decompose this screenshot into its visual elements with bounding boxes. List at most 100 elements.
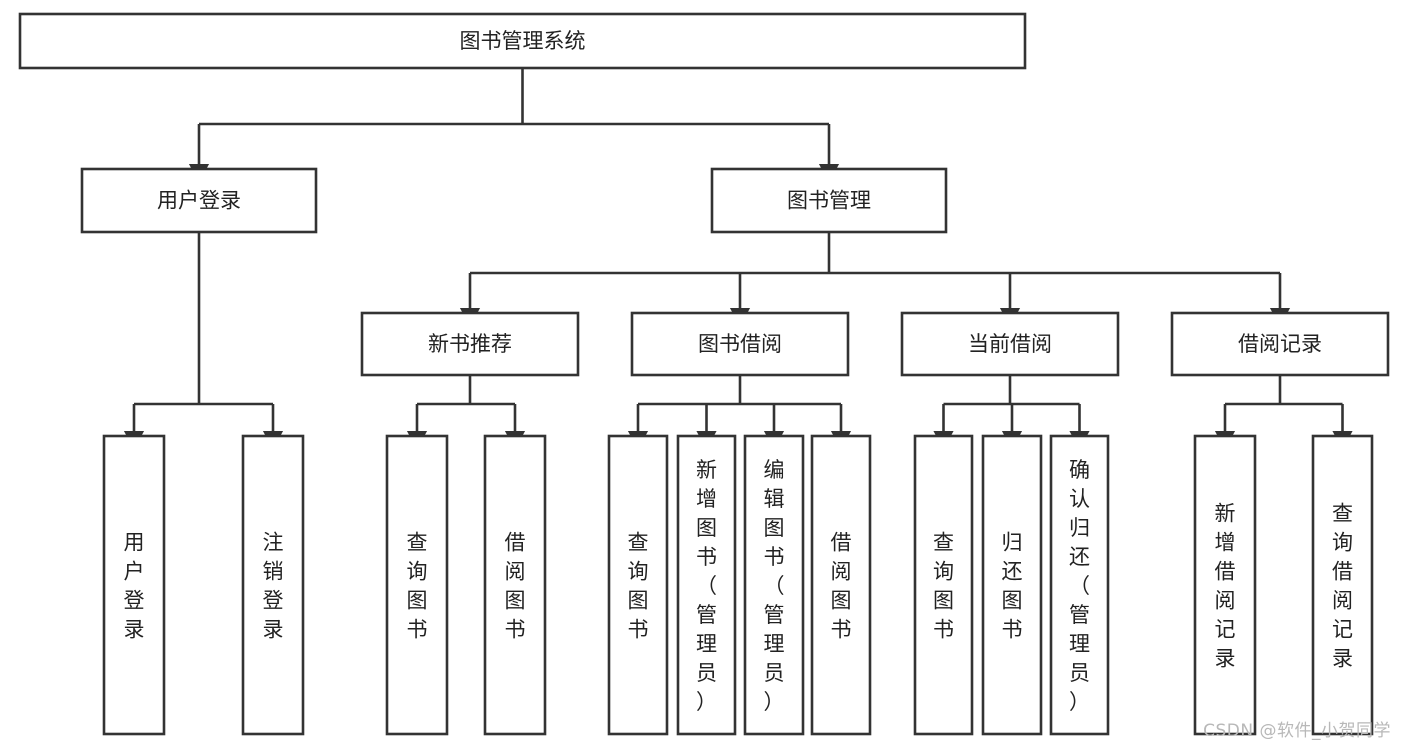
svg-text:询: 询 (407, 560, 428, 584)
edge-group-new-book-rec (406, 375, 526, 450)
node-label-leaf-user-login: 用户登录 (124, 531, 145, 642)
node-label-borrow-record: 借阅记录 (1238, 332, 1322, 356)
svg-text:借: 借 (1332, 560, 1353, 584)
svg-text:认: 认 (1069, 487, 1090, 511)
svg-text:（: （ (764, 574, 785, 598)
svg-text:管: 管 (764, 603, 785, 627)
svg-text:书: 书 (407, 618, 428, 642)
svg-text:阅: 阅 (505, 560, 526, 584)
node-leaf-user-login[interactable] (102, 434, 166, 736)
svg-text:图: 图 (831, 589, 852, 613)
node-leaf-return-book[interactable] (981, 434, 1043, 736)
svg-text:询: 询 (933, 560, 954, 584)
node-label-current-borrow: 当前借阅 (968, 332, 1052, 356)
svg-text:阅: 阅 (1332, 589, 1353, 613)
svg-text:图: 图 (696, 516, 717, 540)
node-borrow-record[interactable] (1170, 311, 1390, 377)
svg-text:阅: 阅 (1215, 589, 1236, 613)
svg-text:书: 书 (628, 618, 649, 642)
node-label-new-book-rec: 新书推荐 (428, 332, 512, 356)
svg-text:增: 增 (696, 487, 717, 511)
svg-text:新: 新 (696, 458, 717, 482)
node-leaf-edit-book[interactable] (743, 434, 805, 736)
svg-text:（: （ (1069, 574, 1090, 598)
node-user-login[interactable] (80, 167, 318, 234)
svg-text:归: 归 (1069, 516, 1090, 540)
node-root[interactable] (18, 12, 1027, 70)
svg-text:图: 图 (628, 589, 649, 613)
svg-text:）: ） (1069, 690, 1090, 714)
svg-text:注: 注 (263, 531, 284, 555)
svg-text:增: 增 (1215, 531, 1236, 555)
node-leaf-confirm-return[interactable] (1049, 434, 1110, 736)
svg-text:录: 录 (1332, 647, 1353, 671)
svg-text:录: 录 (1215, 647, 1236, 671)
node-current-borrow[interactable] (900, 311, 1120, 377)
svg-text:查: 查 (628, 531, 649, 555)
svg-text:）: ） (764, 690, 785, 714)
node-leaf-logout[interactable] (241, 434, 305, 736)
node-leaf-add-book[interactable] (676, 434, 737, 736)
edge-group-borrow-record (1214, 375, 1353, 450)
edge-group-book-borrow (627, 375, 852, 450)
svg-text:户: 户 (124, 560, 145, 584)
node-book-manage[interactable] (710, 167, 948, 234)
node-new-book-rec[interactable] (360, 311, 580, 377)
node-label-root: 图书管理系统 (460, 29, 586, 53)
edge-group-current-borrow (933, 375, 1090, 450)
node-label-book-manage: 图书管理 (787, 189, 871, 213)
svg-text:图: 图 (407, 589, 428, 613)
svg-text:辑: 辑 (764, 487, 785, 511)
svg-text:编: 编 (764, 458, 785, 482)
svg-text:（: （ (696, 574, 717, 598)
edges-layer (123, 68, 1353, 450)
edge-group-user-login (123, 232, 284, 450)
node-leaf-borrow-book[interactable] (810, 434, 872, 736)
node-leaf-query-record[interactable] (1311, 434, 1374, 736)
svg-text:登: 登 (124, 589, 145, 613)
node-label-user-login: 用户登录 (157, 189, 241, 213)
svg-text:图: 图 (764, 516, 785, 540)
svg-text:查: 查 (933, 531, 954, 555)
svg-text:书: 书 (696, 545, 717, 569)
node-leaf-query-book-rec[interactable] (385, 434, 449, 736)
node-book-borrow[interactable] (630, 311, 850, 377)
svg-text:借: 借 (831, 531, 852, 555)
svg-text:）: ） (696, 690, 717, 714)
svg-text:书: 书 (764, 545, 785, 569)
svg-text:员: 员 (1069, 661, 1090, 685)
svg-text:理: 理 (1069, 632, 1090, 656)
svg-text:销: 销 (263, 560, 284, 584)
boxes-layer (18, 12, 1390, 736)
csdn-watermark: CSDN @软件_小贺同学 (1203, 721, 1391, 741)
svg-text:阅: 阅 (831, 560, 852, 584)
svg-text:归: 归 (1002, 531, 1023, 555)
node-leaf-query-book-cur[interactable] (913, 434, 974, 736)
node-leaf-add-record[interactable] (1193, 434, 1257, 736)
svg-text:还: 还 (1069, 545, 1090, 569)
node-leaf-borrow-book-rec[interactable] (483, 434, 547, 736)
svg-text:录: 录 (263, 618, 284, 642)
node-leaf-query-book-borrow[interactable] (607, 434, 669, 736)
svg-text:确: 确 (1069, 458, 1090, 482)
svg-text:书: 书 (1002, 618, 1023, 642)
svg-text:书: 书 (505, 618, 526, 642)
svg-text:用: 用 (124, 531, 145, 555)
svg-text:图: 图 (505, 589, 526, 613)
svg-text:理: 理 (696, 632, 717, 656)
svg-text:新: 新 (1215, 502, 1236, 526)
svg-text:管: 管 (1069, 603, 1090, 627)
svg-text:员: 员 (764, 661, 785, 685)
svg-text:询: 询 (1332, 531, 1353, 555)
svg-text:图: 图 (933, 589, 954, 613)
